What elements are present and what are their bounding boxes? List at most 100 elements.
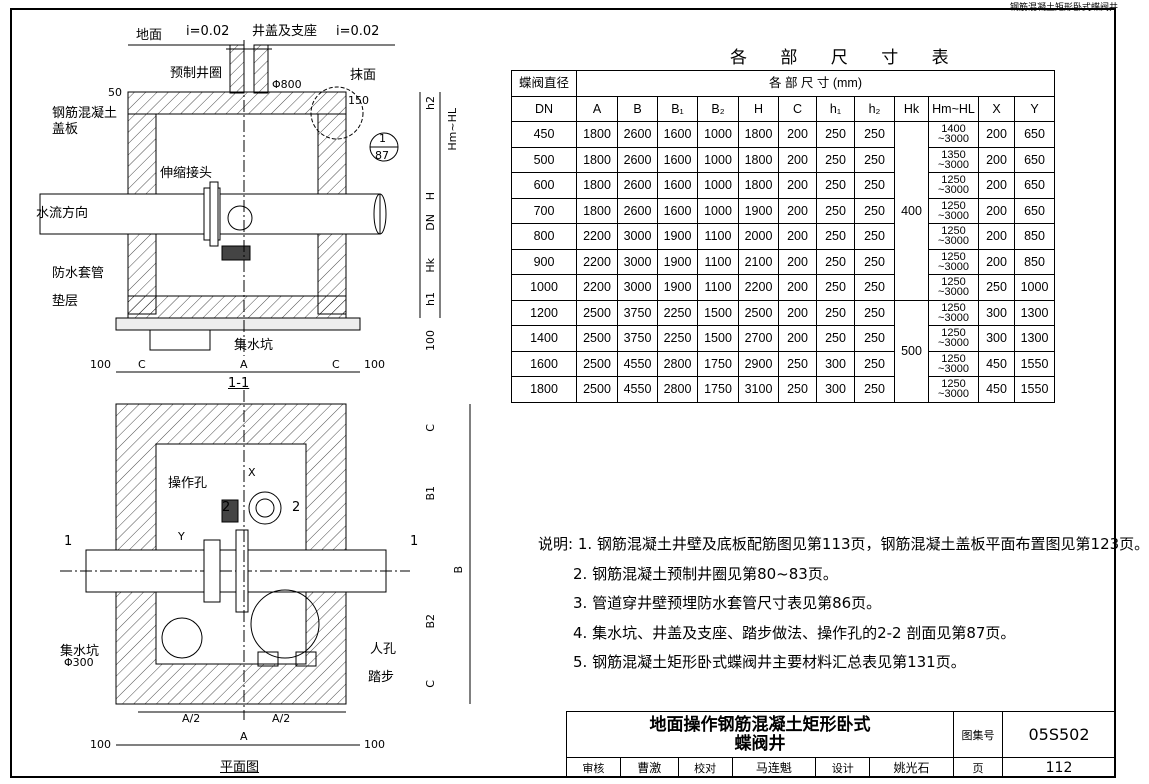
table-cell: 300 xyxy=(978,299,1015,326)
hm-label: Hm~HL xyxy=(446,108,459,151)
table-cell: 250 xyxy=(854,146,895,173)
hm-hl-cell: 1250~3000 xyxy=(928,197,979,224)
h2-label: h2 xyxy=(424,96,437,110)
table-cell: 850 xyxy=(1014,248,1055,275)
hm-hl-cell: 1250~3000 xyxy=(928,299,979,326)
table-cell: 200 xyxy=(778,299,817,326)
hm-value: 1250 xyxy=(941,378,966,391)
table-cell: 250 xyxy=(854,325,895,352)
hm-value: 1350 xyxy=(941,148,966,161)
d100a-label: 100 xyxy=(424,330,437,351)
table-cell: 3000 xyxy=(617,223,658,250)
table-cell: 2800 xyxy=(657,350,698,377)
table-cell: 1100 xyxy=(697,274,739,301)
sleeve-label: 防水套管 xyxy=(52,266,105,281)
title-block: 地面操作钢筋混凝土矩形卧式 蝶阀井 图集号 05S502 审核 曹激 校对 马连… xyxy=(566,711,1116,778)
hl-value: ~3000 xyxy=(938,260,969,273)
col-head: B₁ xyxy=(657,95,698,122)
page-label: 页 xyxy=(953,757,1003,778)
hk-label: Hk xyxy=(424,258,437,273)
note-2: 2. 钢筋混凝土预制井圈见第80~83页。 xyxy=(573,564,838,583)
table-cell: 800 xyxy=(511,223,577,250)
table-cell: 200 xyxy=(978,248,1015,275)
table-cell: 2500 xyxy=(576,376,618,403)
hm-value: 1250 xyxy=(941,352,966,365)
table-cell: 2600 xyxy=(617,197,658,224)
hl-value: ~3000 xyxy=(938,311,969,324)
d100b-label: 100 xyxy=(90,358,111,371)
table-cell: 1550 xyxy=(1014,376,1055,403)
col-head: X xyxy=(978,95,1015,122)
hm-value: 1250 xyxy=(941,199,966,212)
half-left-label: A/2 xyxy=(182,712,201,725)
hl-value: ~3000 xyxy=(938,286,969,299)
table-cell: 250 xyxy=(854,223,895,250)
table-cell: 3750 xyxy=(617,299,658,326)
head-dn: DN xyxy=(511,95,577,122)
manhole-circle xyxy=(250,589,320,659)
table-cell: 2200 xyxy=(576,223,618,250)
slope2-label: i=0.02 xyxy=(336,24,380,39)
design-name: 姚光石 xyxy=(869,757,954,778)
plan-d100-left: 100 xyxy=(90,738,111,751)
ring-label: 预制井圈 xyxy=(170,66,223,81)
d150-label: 150 xyxy=(348,94,369,107)
hm-hl-cell: 1400~3000 xyxy=(928,121,979,148)
hm-value: 1250 xyxy=(941,225,966,238)
table-cell: 200 xyxy=(778,274,817,301)
hm-hl-cell: 1250~3000 xyxy=(928,274,979,301)
phi800-label: Φ800 xyxy=(272,78,302,91)
table-cell: 1100 xyxy=(697,223,739,250)
table-cell: 250 xyxy=(816,121,855,148)
col-head: h₂ xyxy=(854,95,895,122)
table-cell: 2250 xyxy=(657,299,698,326)
hm-value: 1250 xyxy=(941,301,966,314)
two-right-label: 2 xyxy=(292,500,301,515)
d50-label: 50 xyxy=(108,86,122,99)
d100c-label: 100 xyxy=(364,358,385,371)
table-cell: 250 xyxy=(816,248,855,275)
table-cell: 2600 xyxy=(617,121,658,148)
table-cell: 250 xyxy=(778,376,817,403)
one-right-label: 1 xyxy=(410,534,419,549)
table-cell: 1200 xyxy=(511,299,577,326)
hl-value: ~3000 xyxy=(938,184,969,197)
table-cell: 4550 xyxy=(617,376,658,403)
slab-label: 钢筋混凝土盖板 xyxy=(52,106,118,137)
table-cell: 200 xyxy=(978,121,1015,148)
col-head: Hk xyxy=(894,95,929,122)
table-cell: 1900 xyxy=(657,223,698,250)
table-cell: 250 xyxy=(854,248,895,275)
table-cell: 1600 xyxy=(657,146,698,173)
table-cell: 2600 xyxy=(617,146,658,173)
note-5: 5. 钢筋混凝土矩形卧式蝶阀井主要材料汇总表见第131页。 xyxy=(573,653,966,671)
table-cell: 200 xyxy=(778,325,817,352)
table-cell: 250 xyxy=(816,146,855,173)
table-cell: 1000 xyxy=(511,274,577,301)
table-cell: 2900 xyxy=(738,350,779,377)
table-cell: 250 xyxy=(816,274,855,301)
handwheel-icon xyxy=(248,491,282,525)
dn-label: DN xyxy=(424,214,437,231)
b1-label: B1 xyxy=(424,486,437,501)
sump-label: 集水坑 xyxy=(234,338,274,353)
col-head: H xyxy=(738,95,779,122)
ref87-label: 87 xyxy=(375,149,389,162)
hm-value: 1250 xyxy=(941,250,966,263)
table-cell: 1000 xyxy=(697,197,739,224)
phi300-label: Φ300 xyxy=(64,656,94,669)
corner-title: 钢筋混凝土矩形卧式蝶阀井 xyxy=(1009,3,1118,13)
table-title: 各 部 尺 寸 表 xyxy=(730,48,963,68)
table-cell: 1500 xyxy=(697,325,739,352)
table-cell: 250 xyxy=(854,274,895,301)
table-cell: 2100 xyxy=(738,248,779,275)
title-cell: 地面操作钢筋混凝土矩形卧式 蝶阀井 xyxy=(566,711,954,758)
table-cell: 200 xyxy=(778,172,817,199)
table-cell: 650 xyxy=(1014,197,1055,224)
cut-label: 1-1 xyxy=(228,376,250,391)
table-cell: 4550 xyxy=(617,350,658,377)
